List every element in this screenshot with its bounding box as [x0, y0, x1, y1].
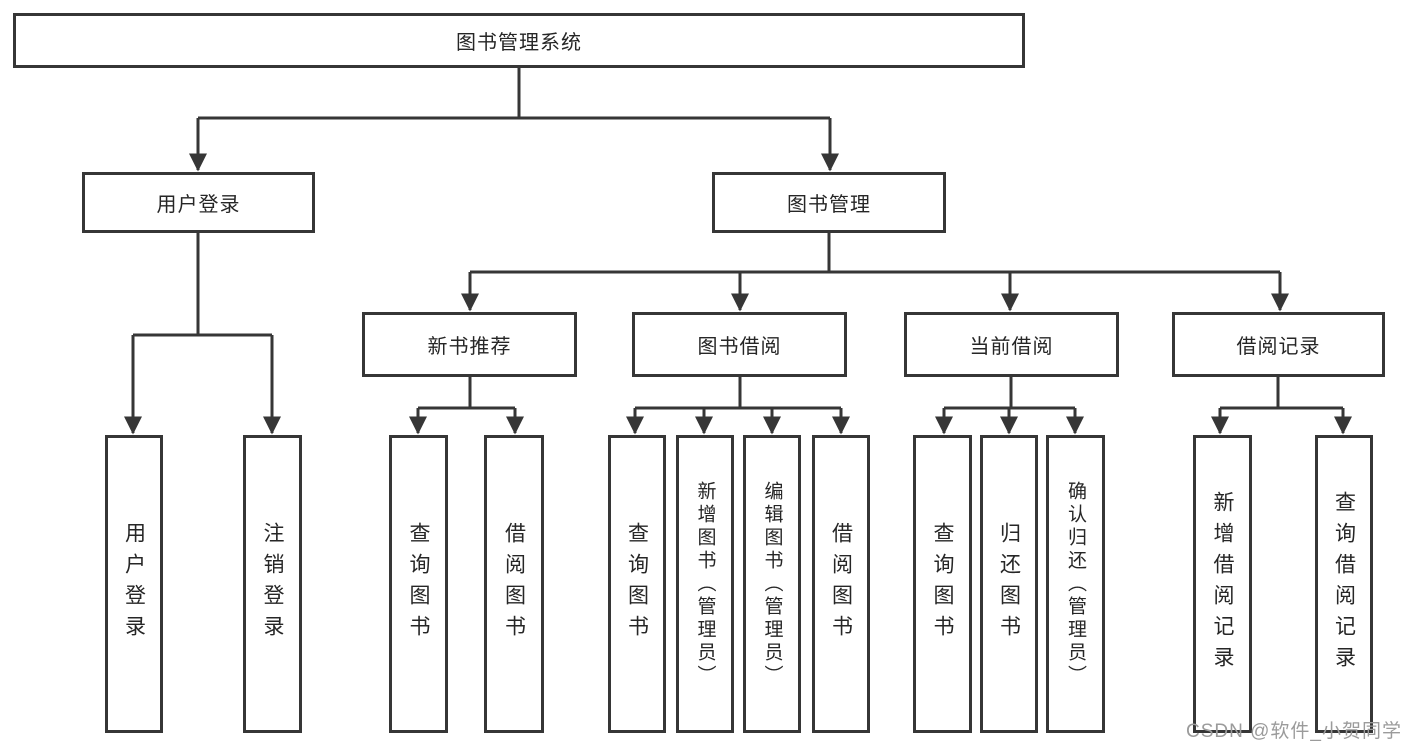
node-label: 用户登录 [156, 194, 241, 216]
leaf-logout: 注销登录 [243, 435, 302, 733]
node-label: 新书推荐 [427, 336, 512, 358]
leaf-borrow-books-recommend: 借阅图书 [484, 435, 544, 733]
leaf-label: 借阅图书 [829, 522, 853, 646]
node-root-system: 图书管理系统 [13, 13, 1025, 68]
leaf-query-books-borrowing: 查询图书 [608, 435, 666, 733]
node-label: 图书管理 [787, 194, 871, 216]
leaf-label: 查询借阅记录 [1332, 491, 1356, 677]
node-label: 图书借阅 [697, 336, 782, 358]
node-user-login-branch: 用户登录 [82, 172, 315, 233]
node-label: 当前借阅 [969, 336, 1054, 358]
leaf-add-book-admin: 新增图书（管理员） [676, 435, 734, 733]
leaf-label: 新增借阅记录 [1211, 491, 1234, 677]
leaf-query-books-recommend: 查询图书 [389, 435, 448, 733]
leaf-label: 归还图书 [997, 522, 1021, 646]
leaf-label: 查询图书 [931, 522, 954, 646]
leaf-edit-book-admin: 编辑图书（管理员） [743, 435, 801, 733]
leaf-label: 查询图书 [407, 522, 430, 646]
leaf-user-login: 用户登录 [105, 435, 163, 733]
leaf-label: 编辑图书（管理员） [761, 480, 783, 688]
leaf-return-books: 归还图书 [980, 435, 1038, 733]
node-new-book-recommendation: 新书推荐 [362, 312, 577, 377]
node-current-borrowing: 当前借阅 [904, 312, 1119, 377]
leaf-confirm-return-admin: 确认归还（管理员） [1046, 435, 1105, 733]
node-borrow-records: 借阅记录 [1172, 312, 1385, 377]
node-book-management: 图书管理 [712, 172, 946, 233]
leaf-add-borrow-record: 新增借阅记录 [1193, 435, 1252, 733]
node-label: 借阅记录 [1236, 336, 1321, 358]
node-book-borrowing: 图书借阅 [632, 312, 847, 377]
csdn-watermark: CSDN @软件_小贺同学 [1186, 721, 1402, 742]
leaf-label: 查询图书 [625, 522, 649, 646]
leaf-label: 新增图书（管理员） [694, 480, 716, 688]
leaf-label: 借阅图书 [502, 522, 526, 646]
node-label: 图书管理系统 [456, 32, 582, 54]
leaf-query-borrow-record: 查询借阅记录 [1315, 435, 1373, 733]
leaf-label: 确认归还（管理员） [1065, 480, 1086, 688]
leaf-borrow-books-borrowing: 借阅图书 [812, 435, 870, 733]
leaf-query-books-current: 查询图书 [913, 435, 972, 733]
leaf-label: 用户登录 [122, 522, 146, 646]
leaf-label: 注销登录 [261, 522, 284, 646]
